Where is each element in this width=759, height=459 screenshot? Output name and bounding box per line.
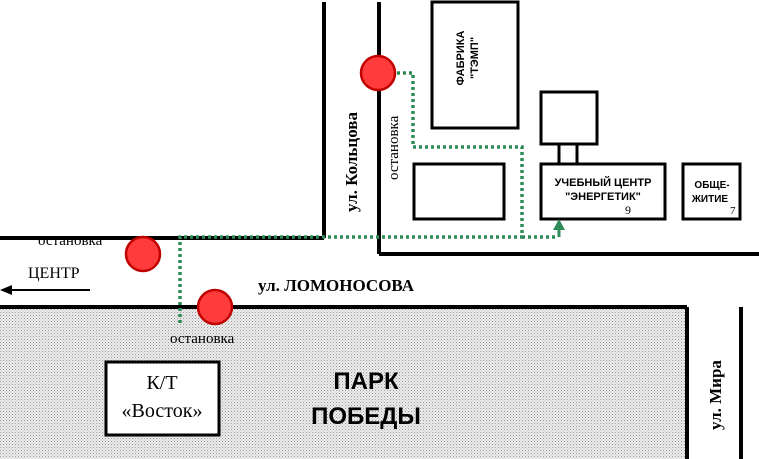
walking-route [178,71,524,323]
direction-arrow-icon [0,285,12,295]
dormitory-number: 7 [730,205,736,217]
cinema-building [104,360,221,437]
annex-connector [557,142,579,166]
stop-label: остановка [170,331,235,347]
cinema-name: К/Т [146,372,177,394]
stop-label: остановка [386,115,402,180]
training-center-subname: "ЭНЕРГЕТИК" [565,191,641,203]
training-center-building [539,162,667,221]
bus-stop-marker [124,235,162,273]
park-name: ПАРК [333,368,399,395]
training-center-name: УЧЕБНЫЙ ЦЕНТР [555,176,652,189]
factory-subname: "ТЭМП" [469,37,481,79]
block-building [412,162,506,221]
dormitory-name: ОБЩЕ- [694,180,729,191]
bus-stop-marker [359,54,397,92]
annex-building [539,90,599,146]
cinema-subname: «Восток» [122,400,203,422]
park-subname: ПОБЕДЫ [311,403,421,430]
street-name-lomonosova: ул. ЛОМОНОСОВА [258,276,415,295]
street-name-mira: ул. Мира [706,360,725,430]
route-arrow-icon [553,219,565,230]
street-name-koltsova: ул. Кольцова [342,112,361,212]
factory-name: ФАБРИКА [455,31,467,86]
dormitory-building [681,162,742,221]
bus-stop-marker [196,288,234,326]
stop-label: остановка [38,233,103,249]
factory-building [430,0,520,130]
direction-label: ЦЕНТР [28,265,80,282]
dormitory-subname: ЖИТИЕ [691,194,729,205]
training-center-number: 9 [625,203,631,217]
